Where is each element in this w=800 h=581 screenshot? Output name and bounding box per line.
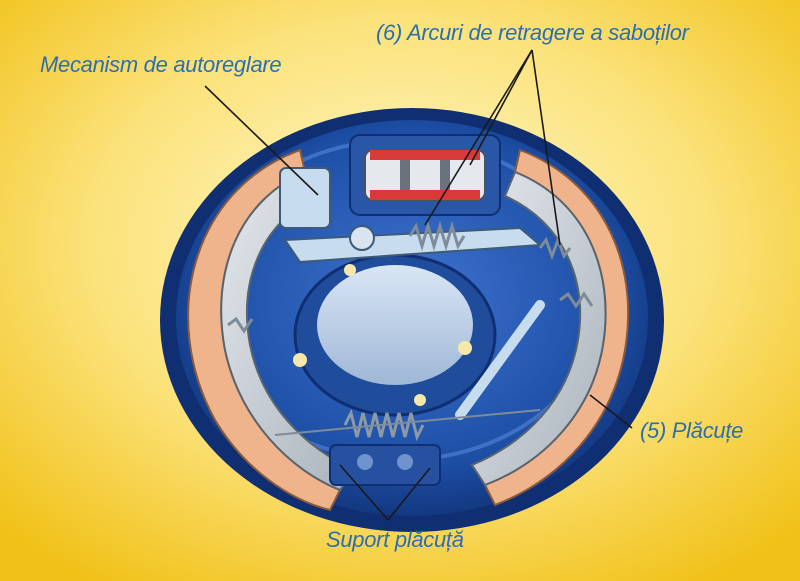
- mount-hole: [458, 341, 472, 355]
- leader-lines: [204, 49, 633, 521]
- adjuster-wheel: [349, 225, 375, 251]
- callout-self-adjuster: Mecanism de autoreglare: [40, 52, 282, 77]
- support-bolt: [357, 454, 373, 470]
- hold-down-spring: [227, 291, 594, 334]
- cylinder-piston: [440, 160, 450, 190]
- parking-brake-cable: [274, 409, 541, 436]
- mount-hole: [414, 394, 426, 406]
- left-brake-shoe: [220, 170, 357, 492]
- support-bolt: [397, 454, 413, 470]
- hub-hole: [317, 265, 473, 385]
- upper-retraction-spring: [408, 220, 572, 261]
- mount-hole: [344, 264, 356, 276]
- mount-hole: [293, 353, 307, 367]
- cylinder-band-top: [370, 150, 480, 160]
- adjuster-bracket: [279, 167, 331, 229]
- shoe-support: [329, 444, 441, 486]
- cylinder-band-bottom: [370, 190, 480, 200]
- callout-retraction-springs: (6) Arcuri de retragere a saboților: [376, 20, 689, 45]
- callout-shoe-support: Suport plăcuță: [326, 527, 464, 552]
- cylinder-piston: [400, 160, 410, 190]
- parking-brake-lever: [455, 300, 545, 420]
- right-brake-shoe: [470, 170, 607, 487]
- callout-linings: (5) Plăcuțe: [640, 418, 744, 443]
